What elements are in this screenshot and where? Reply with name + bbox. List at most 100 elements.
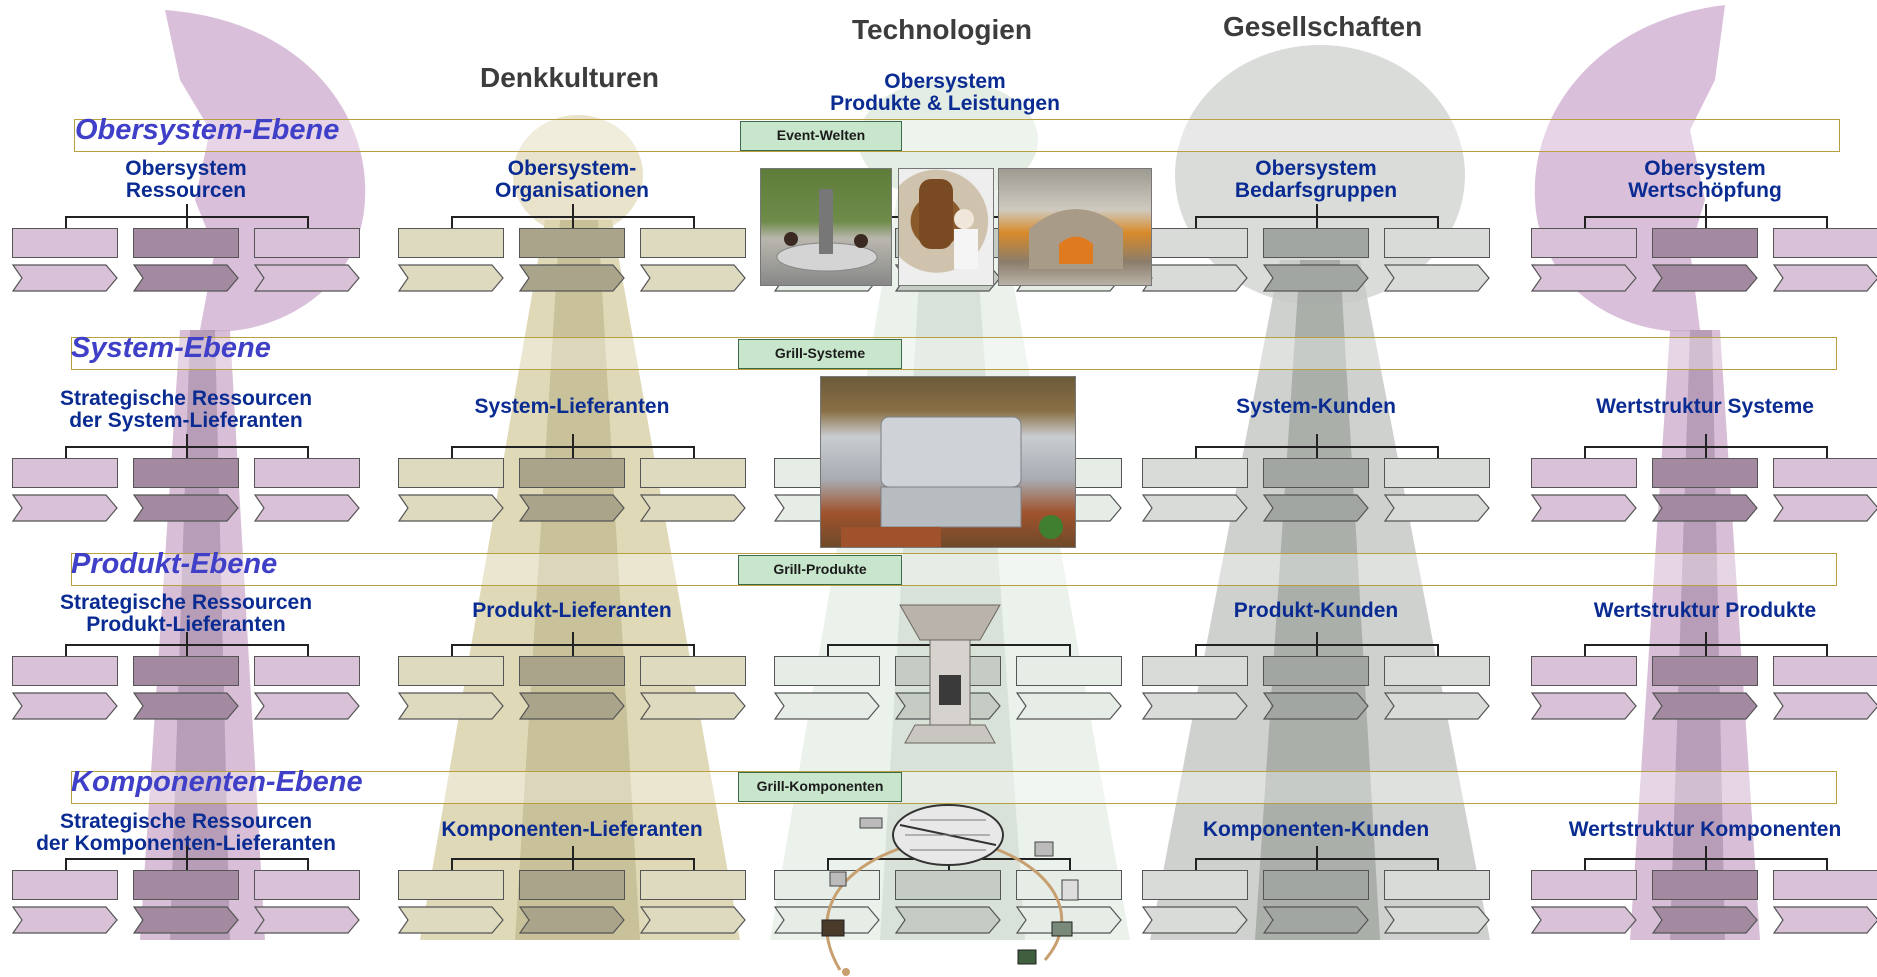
- label-line: der System-Lieferanten: [69, 409, 303, 432]
- header-denkkulturen: Denkkulturen: [480, 62, 659, 93]
- tree-chevron: [1773, 494, 1877, 522]
- tree-connector: [1705, 216, 1707, 228]
- tree-chevron: [1263, 906, 1369, 934]
- label-line: System-Lieferanten: [474, 395, 670, 418]
- tree-connector: [572, 644, 574, 656]
- tree-chevron: [1531, 494, 1637, 522]
- tree-chevron: [1531, 906, 1637, 934]
- grill-components-diagram: [810, 800, 1085, 977]
- band-obersystem: [74, 119, 1840, 152]
- tree-connector: [693, 858, 695, 870]
- org-tree-col2-level2: [382, 632, 762, 740]
- tree-box: [1531, 228, 1637, 258]
- org-tree-col1-level2: [0, 632, 376, 740]
- tree-connector: [1705, 632, 1707, 644]
- event-photo-kebab: [898, 168, 994, 286]
- tree-chevron: [1384, 494, 1490, 522]
- tree-connector: [1316, 846, 1318, 858]
- label-line: Ressourcen: [125, 179, 247, 202]
- tree-connector: [1826, 446, 1828, 458]
- tree-connector: [307, 644, 309, 656]
- band-produkt: [71, 553, 1837, 586]
- tree-box: [133, 656, 239, 686]
- tree-connector: [1316, 644, 1318, 656]
- tree-box: [1142, 870, 1248, 900]
- tree-box: [1652, 458, 1758, 488]
- label-line: der Komponenten-Lieferanten: [36, 832, 336, 855]
- event-photo-oven: [998, 168, 1152, 286]
- header-technologien: Technologien: [852, 14, 1032, 45]
- tree-box: [12, 656, 118, 686]
- tree-connector: [186, 846, 188, 858]
- tree-box: [1263, 870, 1369, 900]
- band-komponenten: [71, 771, 1837, 804]
- bg-shape-green-cone-inner: [880, 180, 1025, 940]
- tree-box: [774, 656, 880, 686]
- tree-box: [1263, 458, 1369, 488]
- tree-connector: [1069, 644, 1071, 656]
- label-line: Obersystem: [125, 157, 247, 180]
- org-tree-col2-level1: [382, 434, 762, 542]
- tree-connector: [1437, 216, 1439, 228]
- bg-shape-beige-head: [513, 115, 643, 235]
- tree-chevron: [519, 494, 625, 522]
- tree-chevron: [1773, 692, 1877, 720]
- tree-chevron: [1652, 692, 1758, 720]
- label-line: Wertstruktur Systeme: [1596, 395, 1814, 418]
- label-col4-level1: System-Kunden: [1146, 396, 1486, 418]
- tree-connector: [186, 434, 188, 446]
- tree-connector: [1316, 858, 1318, 870]
- label-line: Strategische Ressourcen: [59, 387, 313, 410]
- tree-chevron: [1263, 494, 1369, 522]
- tree-connector: [572, 204, 574, 216]
- tree-chevron: [519, 906, 625, 934]
- tree-chevron: [12, 692, 118, 720]
- tree-connector: [1584, 216, 1586, 228]
- tree-box: [398, 228, 504, 258]
- tree-chevron: [1142, 906, 1248, 934]
- label-line: Bedarfsgruppen: [1234, 179, 1398, 202]
- tree-connector: [186, 446, 188, 458]
- label-col5-level2: Wertstruktur Produkte: [1535, 600, 1875, 622]
- org-tree-col5-level0: [1515, 204, 1877, 312]
- tree-connector: [1316, 434, 1318, 446]
- tree-chevron: [254, 906, 360, 934]
- tree-connector: [572, 216, 574, 228]
- tree-chevron: [1142, 692, 1248, 720]
- tree-connector: [693, 446, 695, 458]
- org-tree-col5-level2: [1515, 632, 1877, 740]
- level-title-produkt: Produkt-Ebene: [71, 548, 278, 580]
- tree-box: [254, 458, 360, 488]
- tree-box: [254, 656, 360, 686]
- label-col5-level1: Wertstruktur Systeme: [1535, 396, 1875, 418]
- tree-box: [895, 870, 1001, 900]
- tree-chevron: [133, 494, 239, 522]
- tree-box: [398, 870, 504, 900]
- label-col5-level3: Wertstruktur Komponenten: [1535, 819, 1875, 841]
- tree-connector: [186, 216, 188, 228]
- tree-box: [12, 870, 118, 900]
- tree-chevron: [1016, 692, 1122, 720]
- tree-chevron: [12, 264, 118, 292]
- tree-connector: [572, 446, 574, 458]
- org-tree-col4-level3: [1126, 846, 1506, 954]
- tree-connector: [186, 204, 188, 216]
- tree-chevron: [640, 494, 746, 522]
- label-line: Obersystem: [1644, 157, 1766, 180]
- label-col2-level1: System-Lieferanten: [402, 396, 742, 418]
- tree-box: [1773, 656, 1877, 686]
- tree-box: [12, 458, 118, 488]
- label-col2-level0: Obersystem-Organisationen: [402, 158, 742, 202]
- tree-connector: [572, 434, 574, 446]
- tree-chevron: [519, 264, 625, 292]
- tech-top-line1: Obersystem: [884, 70, 1006, 93]
- org-tree-col4-level0: [1126, 204, 1506, 312]
- tree-chevron: [398, 264, 504, 292]
- tree-chevron: [1531, 692, 1637, 720]
- tree-connector: [307, 858, 309, 870]
- tree-box: [1773, 870, 1877, 900]
- tree-box: [1384, 870, 1490, 900]
- label-line: Komponenten-Kunden: [1202, 818, 1430, 841]
